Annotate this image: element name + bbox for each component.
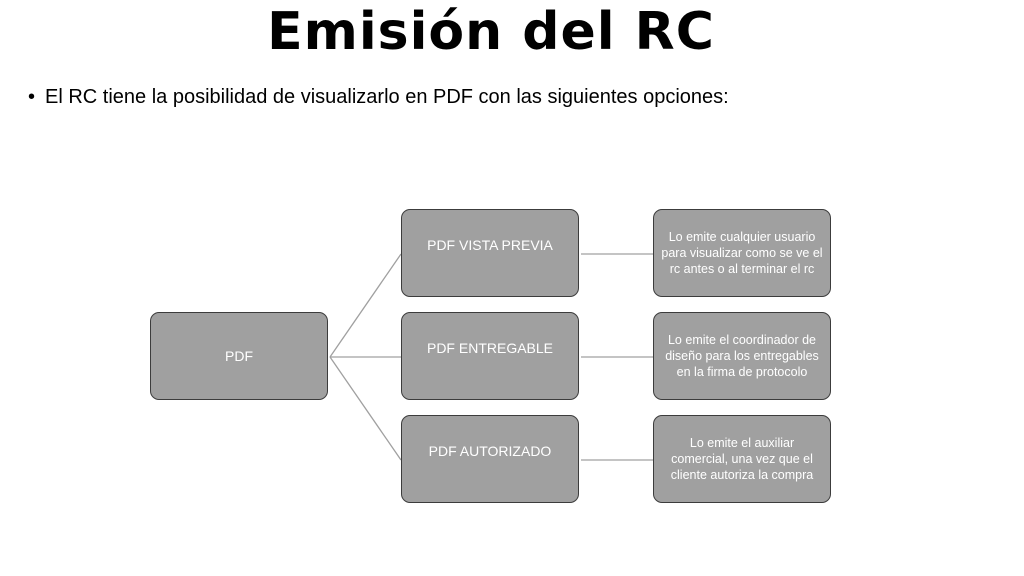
option-node-vista-previa: PDF VISTA PREVIA [401,209,579,297]
slide-title: Emisión del RC [267,2,715,62]
option-node-autorizado: PDF AUTORIZADO [401,415,579,503]
bullet-point: • El RC tiene la posibilidad de visualiza… [28,86,729,109]
option-label: PDF VISTA PREVIA [427,237,553,253]
connector-root-to-option-1 [329,253,402,358]
option-node-entregable: PDF ENTREGABLE [401,312,579,400]
description-node-entregable: Lo emite el coordinador de diseño para l… [653,312,831,400]
option-label: PDF ENTREGABLE [426,340,554,356]
bullet-symbol: • [28,86,36,108]
option-description: Lo emite el auxiliar comercial, una vez … [670,436,814,482]
option-description: Lo emite el coordinador de diseño para l… [665,333,819,379]
option-label: PDF AUTORIZADO [428,443,552,459]
option-description: Lo emite cualquier usuario para visualiz… [661,230,823,276]
description-node-autorizado: Lo emite el auxiliar comercial, una vez … [653,415,831,503]
root-node-pdf: PDF [150,312,328,400]
root-label: PDF [225,348,253,364]
bullet-text: El RC tiene la posibilidad de visualizar… [45,86,729,108]
description-node-vista-previa: Lo emite cualquier usuario para visualiz… [653,209,831,297]
connector-root-to-option-3 [329,356,402,461]
